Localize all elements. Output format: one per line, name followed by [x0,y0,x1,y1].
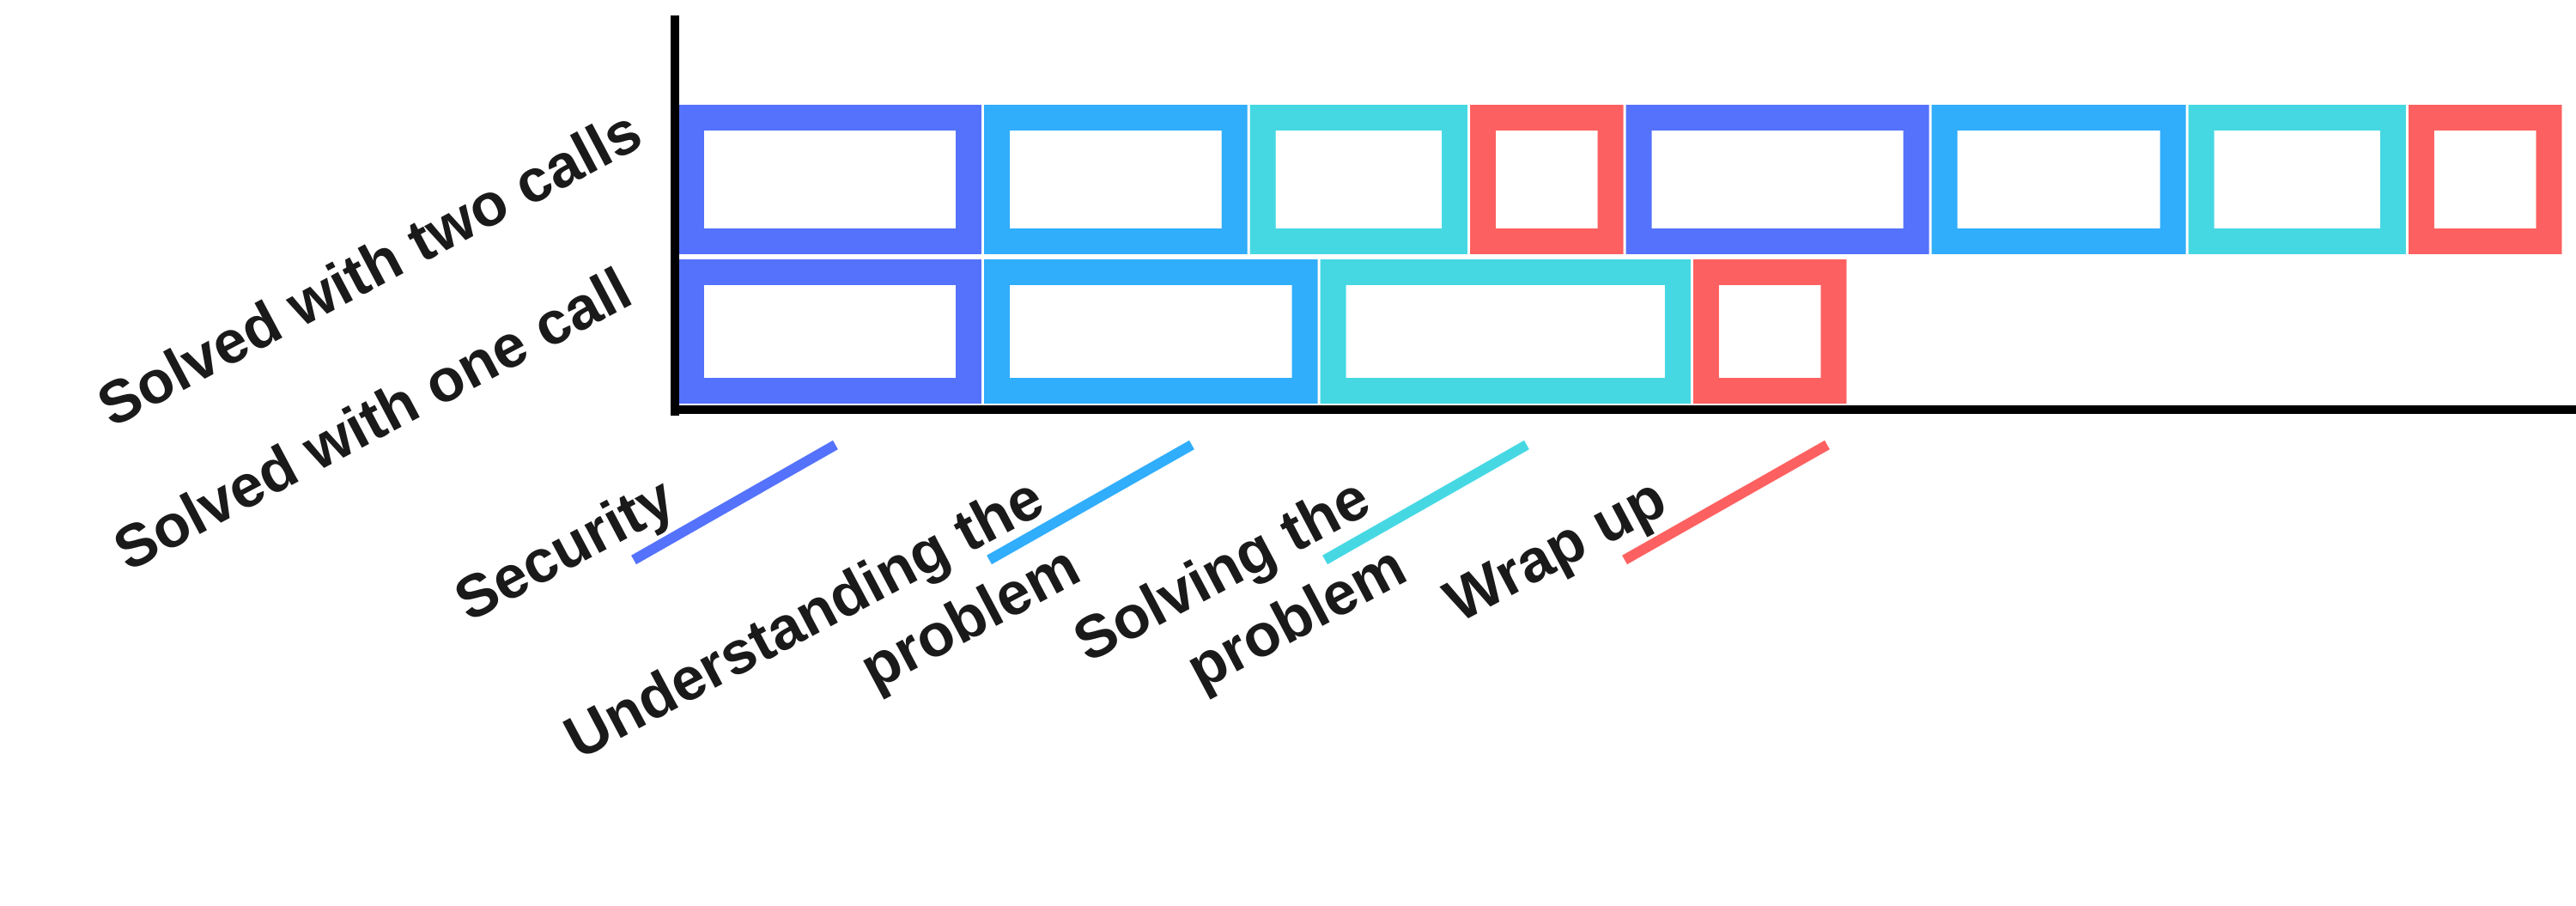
axes [671,15,2576,416]
segment-solving [1249,105,1468,254]
legend-swatch [987,440,1194,565]
timeline-row-1 [678,259,1847,404]
segment-security [678,259,981,404]
legend-swatch [1622,440,1830,565]
legend-item-wrap-up: Wrap up [1433,440,1830,635]
legend-swatch [631,440,838,565]
segment-solving [2188,105,2406,254]
segment-understanding [984,259,1318,404]
segment-wrap-up [1692,259,1847,404]
timeline-row-0 [678,105,2562,254]
segment-solving [1320,259,1691,404]
segment-understanding [1931,105,2186,254]
legend-swatch [1322,440,1529,565]
segment-understanding [984,105,1248,254]
segment-wrap-up [2408,105,2562,254]
segment-security [678,105,981,254]
timeline-bars [678,105,2562,404]
legend-label: Solving theproblem [1062,463,1416,742]
segment-security [1625,105,1929,254]
segment-wrap-up [1470,105,1624,254]
